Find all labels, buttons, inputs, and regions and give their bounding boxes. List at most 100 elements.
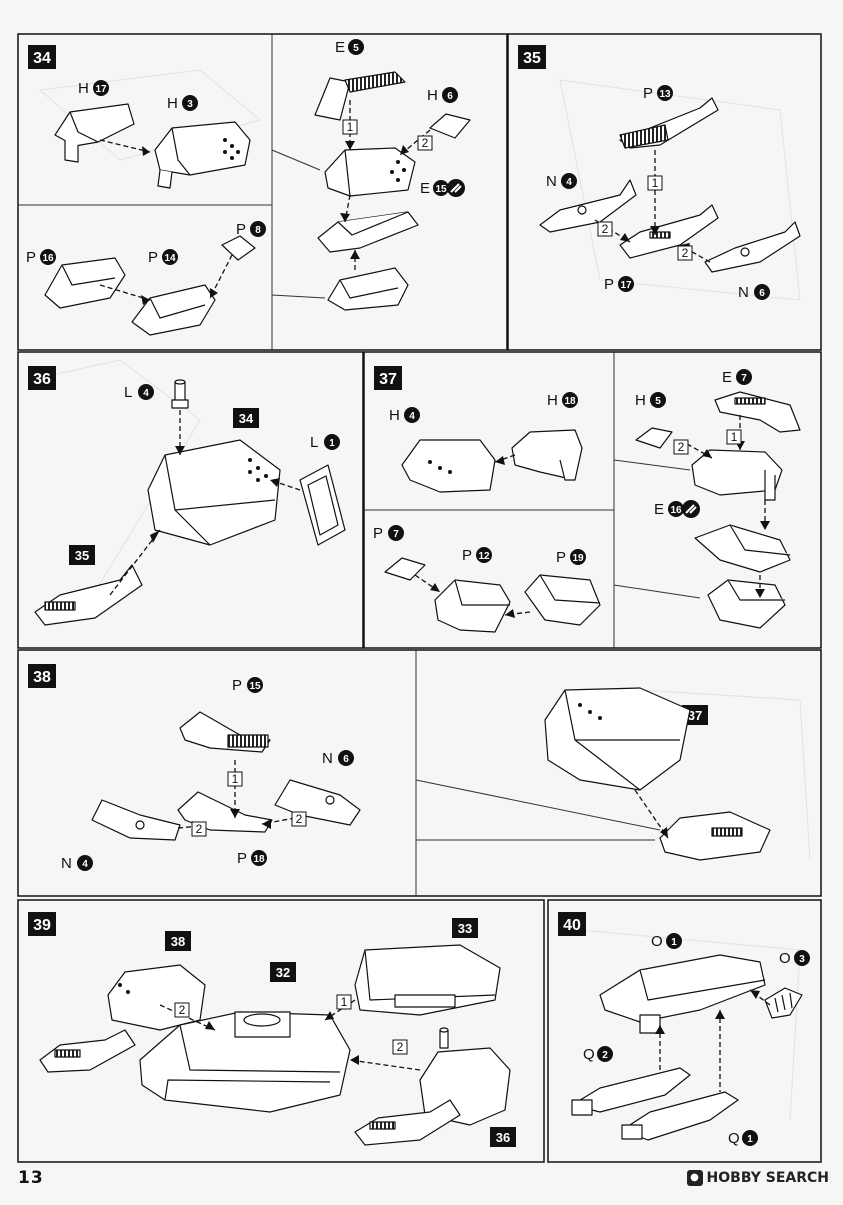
svg-text:6: 6 (759, 288, 765, 299)
part-drawing-L1 (299, 464, 346, 546)
svg-text:38: 38 (33, 669, 51, 686)
svg-text:O: O (779, 950, 791, 967)
order-box-1: 1 (227, 771, 243, 787)
svg-text:H: H (389, 407, 400, 424)
part-drawing-N4b (91, 799, 181, 841)
panel-39 (17, 899, 545, 1163)
svg-text:L: L (310, 434, 318, 451)
glue-icon (682, 500, 700, 518)
svg-text:3: 3 (799, 954, 805, 965)
svg-text:16: 16 (42, 253, 54, 264)
svg-text:7: 7 (393, 529, 399, 540)
panel-frames (17, 33, 822, 1163)
order-box-2: 2 (677, 245, 693, 261)
part-drawing-body38 (544, 687, 691, 791)
svg-text:1: 1 (747, 1134, 753, 1145)
svg-text:2: 2 (678, 440, 685, 454)
part-drawing-base39a (39, 1029, 136, 1073)
svg-text:P: P (373, 525, 383, 542)
panel-35 (507, 33, 822, 351)
step-badge-37: 37 (374, 366, 402, 390)
panel-38 (17, 649, 822, 897)
order-box-2: 2 (291, 811, 307, 827)
part-drawing-P19 (524, 574, 601, 626)
svg-text:5: 5 (353, 43, 359, 54)
svg-text:16: 16 (670, 505, 682, 516)
svg-text:37: 37 (379, 371, 397, 388)
svg-text:4: 4 (409, 411, 415, 422)
svg-text:19: 19 (572, 553, 584, 564)
part-drawing-body37 (691, 449, 783, 501)
step-badge-39: 39 (28, 912, 56, 936)
svg-text:1: 1 (341, 995, 348, 1009)
part-drawing-P7 (384, 557, 426, 581)
panel-36 (17, 351, 364, 649)
order-box-1: 1 (336, 994, 352, 1010)
svg-text:H: H (635, 392, 646, 409)
watermark-logo: ● HOBBY SEARCH (686, 1170, 829, 1186)
step-badges: 34 35 36 37 38 39 40 (28, 45, 586, 936)
part-drawing-base39b (354, 1099, 461, 1146)
part-drawing-body39 (107, 964, 206, 1031)
sub-dividers (18, 34, 701, 896)
svg-text:E: E (420, 180, 430, 197)
svg-text:5: 5 (655, 396, 661, 407)
svg-text:P: P (26, 249, 36, 266)
part-label-P17: P 17 (604, 276, 634, 293)
svg-text:E: E (722, 369, 732, 386)
svg-text:38: 38 (171, 934, 185, 949)
order-box-1: 1 (342, 119, 358, 135)
svg-text:1: 1 (671, 937, 677, 948)
svg-text:6: 6 (447, 91, 453, 102)
part-drawing-O1 (599, 954, 766, 1034)
part-drawing-H18 (511, 429, 583, 481)
panel-40 (547, 899, 822, 1163)
svg-text:N: N (546, 173, 557, 190)
step-badge-40: 40 (558, 912, 586, 936)
ref-badge-36: 36 (490, 1127, 516, 1147)
part-drawing-P17 (619, 204, 719, 259)
svg-text:1: 1 (652, 176, 659, 190)
order-box-2: 2 (597, 221, 613, 237)
svg-text:P: P (232, 677, 242, 694)
panel-34 (17, 33, 508, 351)
svg-text:P: P (604, 276, 614, 293)
part-drawing-O3 (764, 987, 803, 1019)
svg-text:18: 18 (564, 396, 576, 407)
svg-text:H: H (78, 80, 89, 97)
watermark-text: HOBBY SEARCH (706, 1170, 829, 1186)
svg-text:P: P (148, 249, 158, 266)
svg-text:8: 8 (255, 225, 261, 236)
part-drawing-E16 (694, 524, 791, 573)
page-number: 13 (18, 1168, 44, 1188)
svg-text:2: 2 (422, 136, 429, 150)
svg-text:17: 17 (620, 280, 632, 291)
order-box-1: 1 (726, 429, 742, 445)
order-box-2: 2 (174, 1002, 190, 1018)
svg-text:33: 33 (458, 921, 472, 936)
svg-text:2: 2 (179, 1003, 186, 1017)
svg-text:1: 1 (329, 438, 335, 449)
part-drawing-base38 (659, 811, 771, 861)
svg-text:P: P (237, 850, 247, 867)
part-drawing-H3 (154, 121, 251, 189)
svg-text:40: 40 (563, 917, 581, 934)
svg-text:37: 37 (688, 708, 702, 723)
part-drawing-P8 (221, 235, 256, 261)
